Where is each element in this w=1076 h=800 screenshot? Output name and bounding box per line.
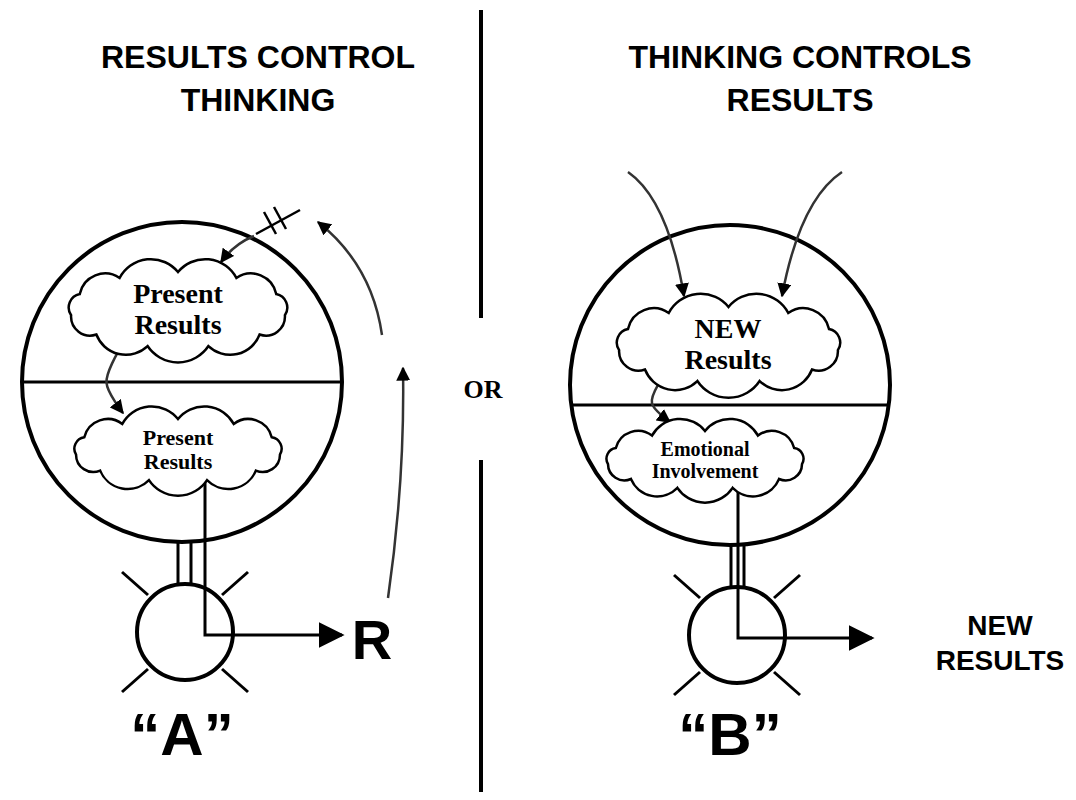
figure-label: NEW RESULTS xyxy=(925,608,1075,678)
divider-line xyxy=(479,10,483,318)
input-arrow xyxy=(782,172,842,296)
cloud-text: Present Results xyxy=(118,426,238,474)
cloud-text: Present Results xyxy=(103,279,253,341)
panel-heading: THINKING CONTROLS RESULTS xyxy=(560,36,1040,122)
neck-line xyxy=(743,544,746,588)
head-circle xyxy=(22,222,342,542)
mind-divider xyxy=(24,381,340,384)
figure-label: R xyxy=(332,609,412,671)
body-rays xyxy=(122,572,248,692)
figure-label: “A” xyxy=(102,702,262,768)
panel-heading: RESULTS CONTROL THINKING xyxy=(73,36,443,122)
separator-word: OR xyxy=(443,376,523,405)
cloud-bubble: Present Results xyxy=(68,412,288,488)
figure-label: “B” xyxy=(650,702,810,768)
feedback-arrow xyxy=(318,222,382,335)
flow-arrow xyxy=(106,352,123,413)
action-arrow xyxy=(738,490,872,638)
cloud-text: Emotional Involvement xyxy=(640,438,770,482)
action-arrow xyxy=(205,480,342,635)
head-circle xyxy=(570,225,890,545)
cloud-bubble: NEW Results xyxy=(611,300,846,390)
neck-line xyxy=(190,541,193,585)
body-circle xyxy=(137,584,233,680)
cloud-bubble: Present Results xyxy=(63,265,293,355)
block-mark xyxy=(256,207,300,234)
neck-line xyxy=(730,544,733,588)
mind-divider xyxy=(572,404,888,407)
feedback-arrow xyxy=(388,368,403,598)
cloud-text: NEW Results xyxy=(658,314,798,376)
cloud-bubble: Emotional Involvement xyxy=(600,424,810,496)
input-arrow xyxy=(628,172,684,296)
feedback-arrow xyxy=(221,236,254,262)
neck-line xyxy=(177,541,180,585)
divider-line xyxy=(479,460,483,792)
